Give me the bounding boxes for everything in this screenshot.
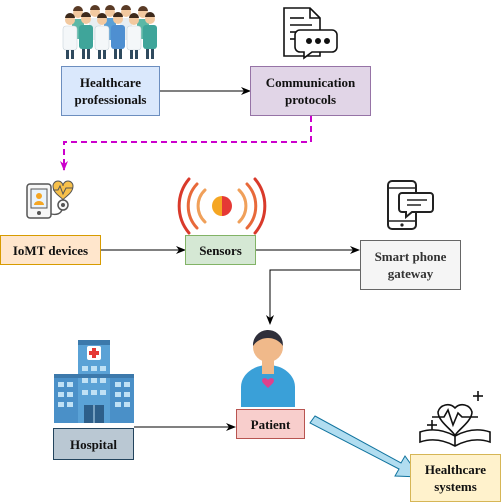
document-chat-icon bbox=[283, 7, 338, 60]
medical-device-icon bbox=[26, 180, 74, 219]
node-communication-protocols: Communication protocols bbox=[250, 66, 371, 116]
heart-book-icon bbox=[419, 391, 491, 447]
node-healthcare-professionals: Healthcare professionals bbox=[61, 66, 160, 116]
node-hospital: Hospital bbox=[53, 428, 134, 460]
hospital-building-icon bbox=[54, 340, 134, 423]
signal-sensor-icon bbox=[177, 177, 267, 235]
node-label: IoMT devices bbox=[12, 242, 89, 258]
node-label: Smart phone gateway bbox=[374, 249, 447, 281]
patient-person-icon bbox=[241, 329, 295, 407]
node-label: Healthcare systems bbox=[424, 462, 487, 494]
medical-staff-group-icon bbox=[62, 5, 157, 59]
connector-cp-to-iomt-dashed bbox=[60, 116, 312, 171]
node-label: Sensors bbox=[199, 242, 242, 258]
node-smart-phone-gateway: Smart phone gateway bbox=[360, 240, 461, 290]
connector-gateway-to-patient bbox=[266, 269, 360, 325]
node-label: Healthcare professionals bbox=[74, 75, 147, 107]
block-arrow-patient-to-healthcare-systems bbox=[309, 415, 422, 478]
node-label: Patient bbox=[250, 416, 291, 432]
node-healthcare-systems: Healthcare systems bbox=[410, 454, 501, 502]
node-patient: Patient bbox=[236, 409, 305, 439]
node-label: Hospital bbox=[70, 436, 117, 452]
node-iomt-devices: IoMT devices bbox=[0, 235, 101, 265]
node-sensors: Sensors bbox=[185, 235, 256, 265]
smartphone-message-icon bbox=[387, 180, 434, 230]
node-label: Communication protocols bbox=[265, 75, 356, 107]
